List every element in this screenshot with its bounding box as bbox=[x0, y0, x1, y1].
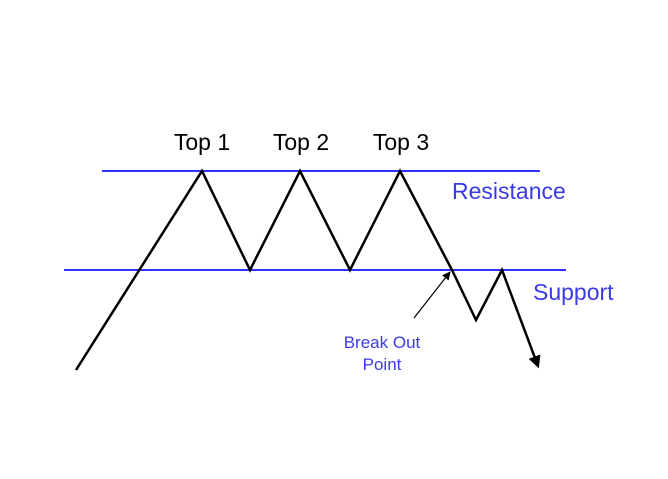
breakout-label-line2: Point bbox=[363, 355, 402, 374]
top-3-label: Top 3 bbox=[373, 129, 429, 155]
top-1-label: Top 1 bbox=[174, 129, 230, 155]
support-label: Support bbox=[533, 279, 614, 305]
resistance-label: Resistance bbox=[452, 178, 566, 204]
top-2-label: Top 2 bbox=[273, 129, 329, 155]
breakout-label-line1: Break Out bbox=[344, 333, 421, 352]
price-path bbox=[74, 168, 541, 371]
breakout-pointer-arrow bbox=[413, 271, 451, 319]
